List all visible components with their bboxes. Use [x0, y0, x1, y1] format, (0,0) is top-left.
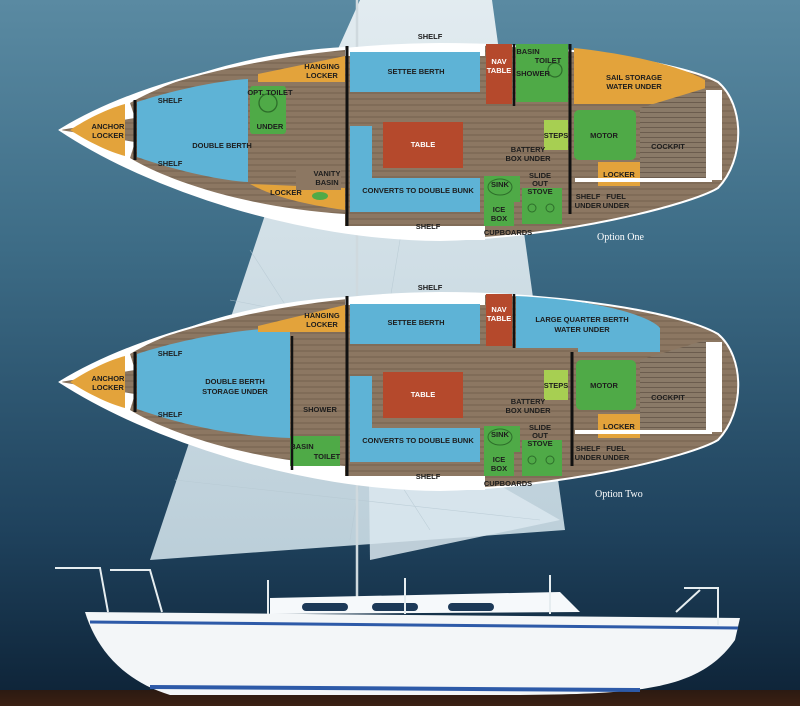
- label-shelf-fwd-port-two: SHELF: [158, 349, 183, 358]
- quarter-berth-two: [516, 296, 660, 352]
- dinette-table-two: [383, 372, 463, 418]
- ice-box-one: [484, 202, 514, 226]
- label-shelf-fwd-stbd-one: SHELF: [158, 159, 183, 168]
- cockpit-one: [640, 88, 717, 180]
- label-toilet-two: TOILET: [314, 452, 341, 461]
- label-converts-one: CONVERTS TO DOUBLE BUNK: [362, 186, 474, 195]
- nav-table-two: [486, 294, 512, 346]
- label-converts-two: CONVERTS TO DOUBLE BUNK: [362, 436, 474, 445]
- cockpit-two: [640, 340, 717, 432]
- convertible-berth-one: [350, 126, 480, 212]
- label-sink-one: SINK: [491, 180, 510, 189]
- label-cockpit-one: COCKPIT: [651, 142, 685, 151]
- label-settee-berth-one: SETTEE BERTH: [387, 67, 444, 76]
- label-table-one: TABLE: [411, 140, 435, 149]
- locker-fwd-one: [250, 184, 345, 210]
- settee-berth-two: [350, 304, 480, 344]
- motor-two: [576, 360, 636, 410]
- label-shelf-fwd-port-one: SHELF: [158, 96, 183, 105]
- opt-toilet-one: [250, 86, 286, 134]
- double-berth-one: [137, 79, 248, 182]
- label-shelf-bottom-two: SHELF: [416, 472, 441, 481]
- anchor-locker-one: [70, 104, 125, 156]
- label-shower-one: SHOWER: [516, 69, 550, 78]
- label-locker-aft-two: LOCKER: [603, 422, 635, 431]
- caption-option-one: Option One: [597, 232, 645, 243]
- label-shelf-top-two: SHELF: [418, 283, 443, 292]
- double-berth-two: [137, 327, 290, 438]
- label-basin-one: BASIN: [516, 47, 539, 56]
- head-two: [290, 436, 340, 466]
- label-shelf-fwd-stbd-two: SHELF: [158, 410, 183, 419]
- label-shelf-bottom-one: SHELF: [416, 222, 441, 231]
- label-under-one: UNDER: [257, 122, 284, 131]
- label-opt-toilet-one: OPT. TOILET: [247, 88, 293, 97]
- nav-table-one: [486, 44, 512, 104]
- anchor-locker-two: [70, 356, 125, 408]
- label-motor-one: MOTOR: [590, 131, 618, 140]
- dinette-table-one: [383, 122, 463, 168]
- vanity-basin-one: [312, 192, 328, 200]
- sail-storage-one: [574, 48, 705, 104]
- label-motor-two: MOTOR: [590, 381, 618, 390]
- galley-sink-two: [484, 426, 520, 452]
- label-double-berth-one: DOUBLE BERTH: [192, 141, 252, 150]
- label-locker-fwd-one: LOCKER: [270, 188, 302, 197]
- label-settee-berth-two: SETTEE BERTH: [387, 318, 444, 327]
- label-toilet-one: TOILET: [535, 56, 562, 65]
- caption-option-two: Option Two: [595, 489, 643, 500]
- motor-one: [574, 110, 636, 160]
- label-shower-two: SHOWER: [303, 405, 337, 414]
- label-cupboards-two: CUPBOARDS: [484, 479, 532, 488]
- head-one: [516, 44, 568, 102]
- label-cupboards-one: CUPBOARDS: [484, 228, 532, 237]
- label-steps-one: STEPS: [544, 131, 569, 140]
- galley-sink-one: [484, 176, 520, 202]
- label-steps-two: STEPS: [544, 381, 569, 390]
- layout-option-one: [58, 42, 740, 242]
- steps-one: [544, 120, 568, 150]
- hull-side: [85, 612, 740, 695]
- settee-berth-one: [350, 52, 480, 92]
- label-shelf-top-one: SHELF: [418, 32, 443, 41]
- hull-side-profile: [0, 567, 800, 706]
- convertible-berth-two: [350, 376, 480, 462]
- hanging-locker-one: [258, 56, 345, 82]
- label-sink-two: SINK: [491, 430, 510, 439]
- layout-option-two: [58, 291, 740, 492]
- label-locker-aft-one: LOCKER: [603, 170, 635, 179]
- hanging-locker-two: [258, 305, 345, 332]
- label-cockpit-two: COCKPIT: [651, 393, 685, 402]
- label-table-two: TABLE: [411, 390, 435, 399]
- label-basin-two: BASIN: [290, 442, 313, 451]
- ice-box-two: [484, 452, 514, 476]
- steps-two: [544, 370, 568, 400]
